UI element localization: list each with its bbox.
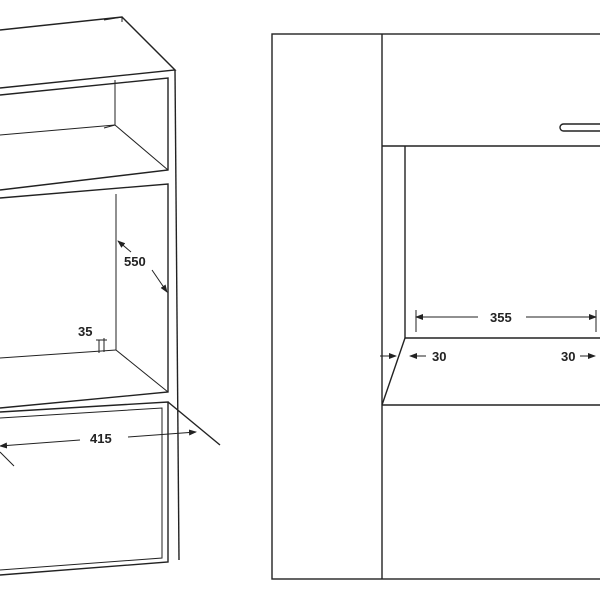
- dim-gap-label: 35: [78, 324, 92, 339]
- dim-width-line-a: [0, 439, 81, 449]
- front-elevation: 355 30 30: [271, 33, 600, 580]
- upper-shelf-opening: [0, 77, 169, 191]
- niche-bevel-left: [381, 337, 406, 406]
- oven-niche-back: [115, 194, 169, 393]
- dim-inner-label: 355: [490, 310, 512, 325]
- dim-width-label: 415: [90, 431, 112, 446]
- lower-drawer-front: [0, 407, 163, 571]
- dim-width-leader: [0, 451, 15, 467]
- dim-depth-line-a: [117, 240, 132, 253]
- cabinet-right-edge: [174, 69, 180, 561]
- dim-side-left-label: 30: [432, 349, 446, 364]
- oven-niche-floor: [0, 349, 117, 359]
- dim-depth-label: 550: [124, 254, 146, 269]
- upper-shelf-floor-front: [103, 124, 116, 129]
- cabinet-top-edge: [103, 16, 123, 22]
- cabinet-top: [0, 16, 177, 89]
- lower-drawer-frame: [0, 401, 169, 576]
- upper-shelf-floor: [0, 124, 116, 136]
- isometric-cabinet: 550 35 415: [0, 16, 221, 576]
- elevation-outer-frame: [271, 33, 600, 580]
- dim-width-line-b: [127, 429, 197, 438]
- drawer-extension-line: [167, 401, 221, 446]
- handle-slot: [559, 123, 600, 132]
- oven-niche-opening: [0, 183, 169, 409]
- dim-depth-line-b: [151, 269, 168, 293]
- dim-side-right-label: 30: [561, 349, 575, 364]
- upper-shelf-back: [114, 80, 169, 171]
